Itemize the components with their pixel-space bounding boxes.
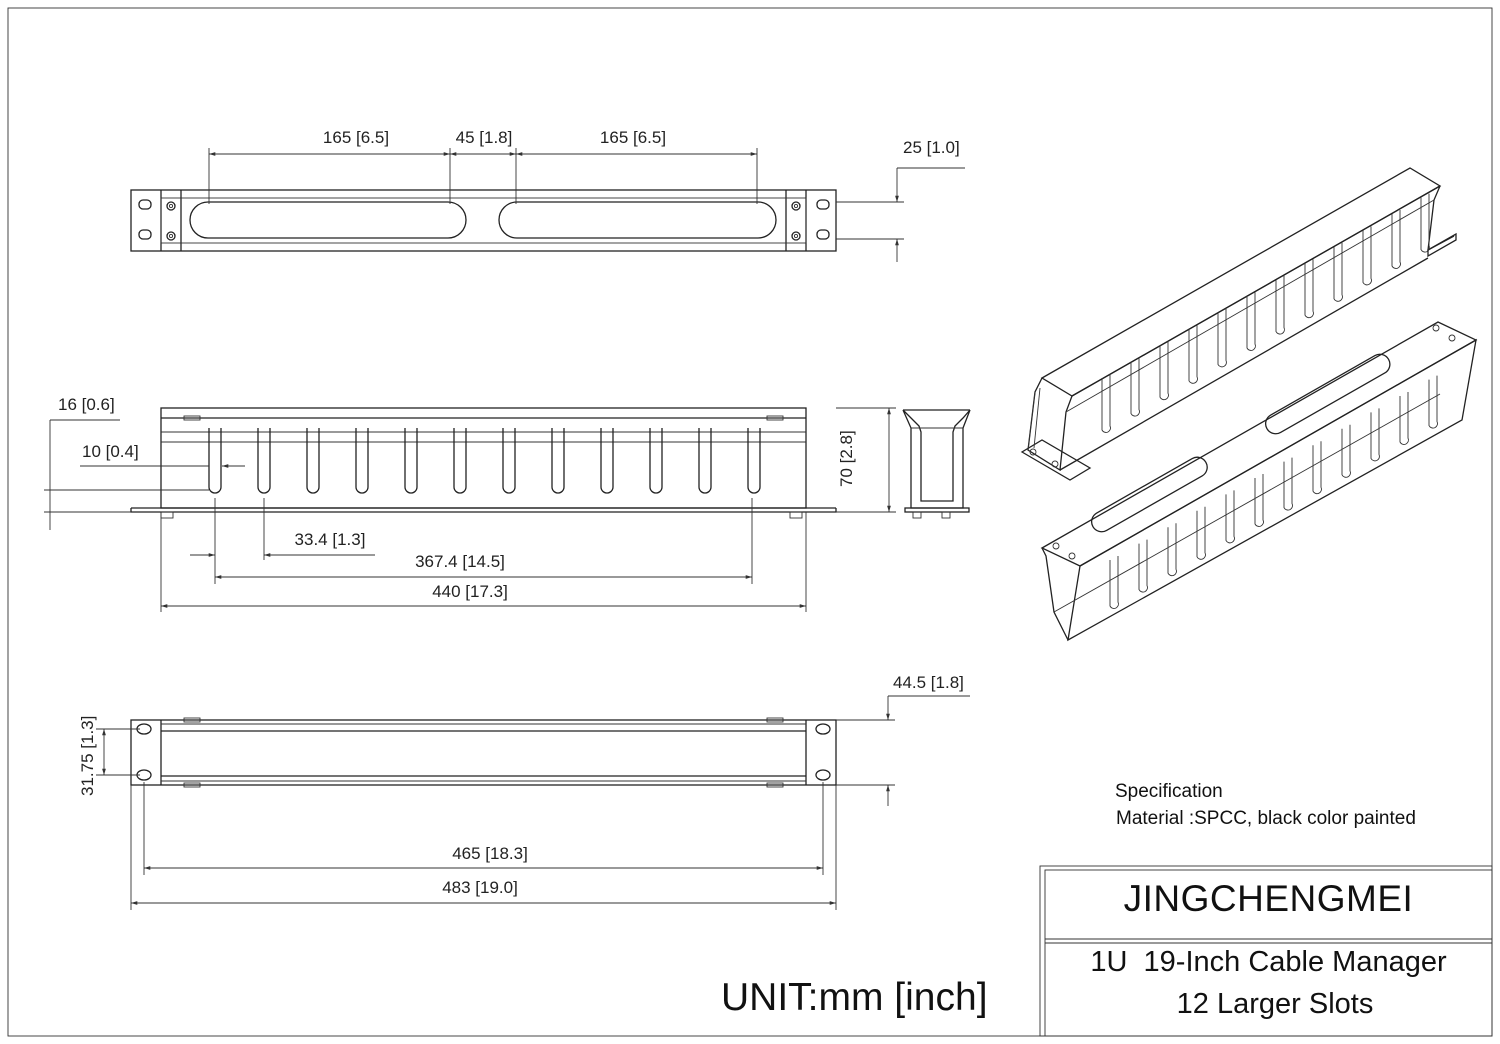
iso-finger-lower <box>1428 375 1438 429</box>
iso-finger-lower <box>1341 424 1351 478</box>
dim-hole-spacing: 31.75 [1.3] <box>78 716 97 796</box>
right-oval-slot <box>498 201 777 239</box>
product-title-line1: 1U 19-Inch Cable Manager <box>1090 946 1447 978</box>
iso-finger-upper <box>1159 341 1169 401</box>
finger-slot <box>257 428 271 494</box>
finger-slot <box>747 428 761 494</box>
title-block-frame <box>1039 865 1493 1037</box>
dim-slot-length-right: 165 [6.5] <box>600 128 666 147</box>
dim-panel-height: 70 [2.8] <box>837 430 856 487</box>
iso-finger-upper <box>1275 275 1285 335</box>
finger-slot <box>453 428 467 494</box>
side-view-profile <box>902 409 971 519</box>
iso-finger-lower <box>1138 539 1148 593</box>
dim-overall-width: 483 [19.0] <box>442 878 518 897</box>
iso-finger-upper <box>1362 226 1372 286</box>
iso-finger-lower <box>1399 392 1409 445</box>
dim-hole-to-hole: 465 [18.3] <box>452 844 528 863</box>
iso-finger-lower <box>1196 506 1206 560</box>
iso-finger-lower <box>1370 408 1380 462</box>
dim-rack-height: 44.5 [1.8] <box>893 673 964 692</box>
specification-material: Material :SPCC, black color painted <box>1116 808 1416 829</box>
iso-finger-upper <box>1188 324 1198 384</box>
finger-slot <box>600 428 614 494</box>
iso-finger-lower <box>1312 441 1322 495</box>
iso-finger-upper <box>1101 374 1111 433</box>
iso-finger-upper <box>1130 357 1140 417</box>
top-view-dimensions: 165 [6.5] 45 [1.8] 165 [6.5] 25 [1.0] <box>208 128 965 262</box>
iso-finger-lower <box>1225 490 1235 544</box>
iso-finger-lower <box>1283 457 1293 511</box>
brand-name: JINGCHENGMEI <box>1123 878 1414 919</box>
top-view-panel <box>130 189 837 252</box>
bottom-view-dimensions: 44.5 [1.8] 31.75 [1.3] 465 [18.3] 483 [1… <box>78 673 970 910</box>
iso-finger-lower <box>1109 556 1119 609</box>
finger-slot <box>698 428 712 494</box>
iso-finger-upper <box>1391 210 1401 269</box>
finger-slots <box>208 428 761 494</box>
finger-slot <box>306 428 320 494</box>
finger-slot <box>355 428 369 494</box>
iso-finger-upper <box>1333 242 1343 302</box>
drawing-border <box>7 7 1493 1037</box>
front-view-panel <box>130 407 837 519</box>
left-oval-slot <box>189 201 467 239</box>
unit-label: UNIT:mm [inch] <box>721 976 988 1019</box>
bottom-view-panel <box>130 717 837 788</box>
finger-slot <box>551 428 565 494</box>
finger-slot <box>208 428 222 494</box>
dim-slot-gap: 45 [1.8] <box>456 128 513 147</box>
dim-slot-width: 10 [0.4] <box>82 442 139 461</box>
iso-finger-upper <box>1420 193 1430 253</box>
isometric-view-lower <box>1040 321 1478 642</box>
iso-finger-lower <box>1254 474 1264 527</box>
iso-finger-upper <box>1246 292 1256 351</box>
dim-top-height: 25 [1.0] <box>903 138 960 157</box>
specification-heading: Specification <box>1115 781 1223 802</box>
front-view-dimensions: 16 [0.6] 10 [0.4] 70 [2.8] 33.4 [1.3] 36… <box>44 395 896 612</box>
dim-finger-span: 367.4 [14.5] <box>415 552 505 571</box>
dim-finger-pitch: 33.4 [1.3] <box>295 530 366 549</box>
dim-body-width: 440 [17.3] <box>432 582 508 601</box>
dim-finger-depth: 16 [0.6] <box>58 395 115 414</box>
iso-finger-lower <box>1167 523 1177 577</box>
iso-finger-upper <box>1304 259 1314 319</box>
isometric-view-upper <box>1020 167 1457 481</box>
finger-slot <box>502 428 516 494</box>
finger-slot <box>649 428 663 494</box>
iso-finger-upper <box>1217 308 1227 368</box>
finger-slot <box>404 428 418 494</box>
product-title-line2: 12 Larger Slots <box>1176 988 1374 1020</box>
dim-slot-length-left: 165 [6.5] <box>323 128 389 147</box>
